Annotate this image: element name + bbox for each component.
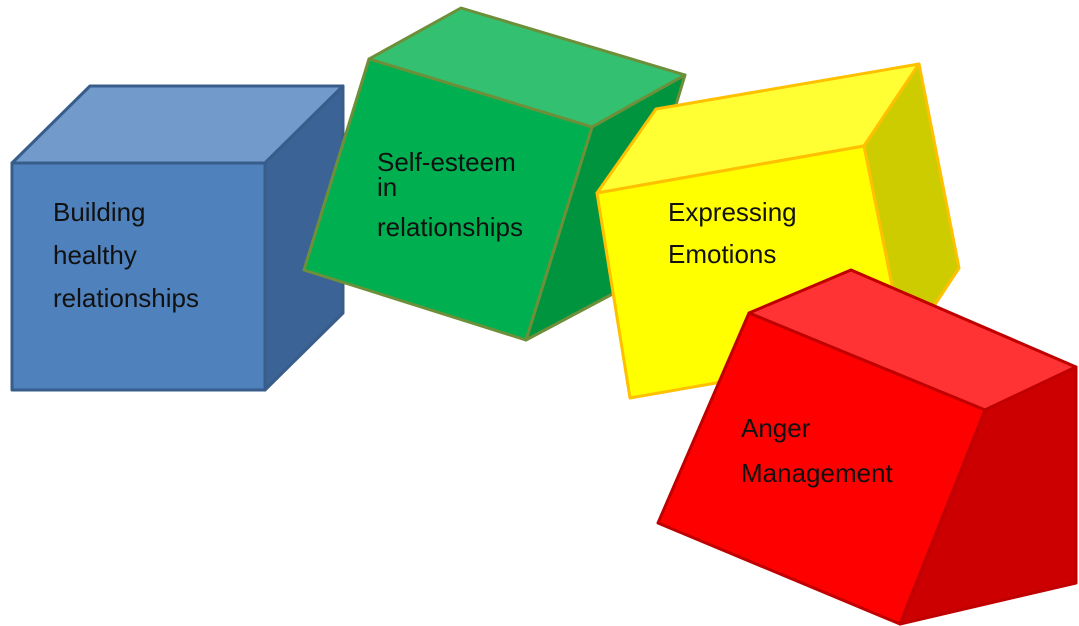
cube-anger-label-line-1: Anger: [741, 413, 811, 443]
cube-selfesteem-label-line-1: Self-esteem: [377, 147, 516, 177]
cube-selfesteem-label: Self-esteem in relationships: [377, 147, 523, 242]
cube-anger-label-line-2: Management: [741, 458, 894, 488]
cube-anger-label: Anger Management: [741, 413, 894, 488]
cube-selfesteem-front-face: [302, 57, 594, 342]
cube-building-label-line-1: Building: [53, 197, 146, 227]
cube-building-label-line-2: healthy: [53, 240, 137, 270]
cube-building-front-face: [10, 161, 267, 392]
cube-building-healthy-relationships: Building healthy relationships: [10, 84, 345, 392]
cube-anger-management: Anger Management: [656, 268, 1078, 626]
cube-selfesteem-label-line-3: relationships: [377, 212, 523, 242]
cube-selfesteem-label-line-2: in: [377, 172, 397, 202]
cube-building-label-line-3: relationships: [53, 283, 199, 313]
cube-expressing-label-line-1: Expressing: [668, 197, 797, 227]
cube-building-label: Building healthy relationships: [53, 197, 199, 313]
cube-expressing-label-line-2: Emotions: [668, 239, 776, 269]
cube-anger-front-face: [656, 311, 987, 626]
cube-expressing-label: Expressing Emotions: [668, 197, 804, 269]
